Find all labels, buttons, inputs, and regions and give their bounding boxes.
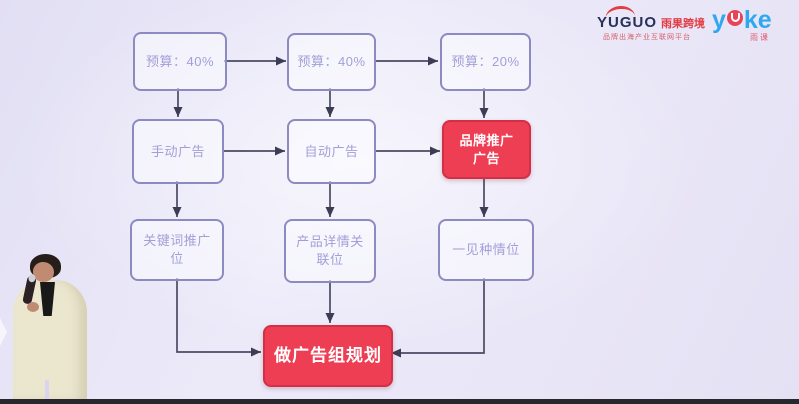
node-budget-brand: 预算：20% [440,33,531,91]
node-keyword-slot: 关键词推广 位 [130,219,224,281]
speaker-face [33,262,54,282]
screen-edge-sliver [0,318,7,346]
node-brand-ads: 品牌推广 广告 [442,120,531,179]
speaker-figure [0,252,125,404]
node-auto-ads: 自动广告 [287,119,376,184]
yoke-o-icon [726,10,743,26]
speaker-legs [45,380,49,404]
node-product-detail-slot: 产品详情关 联位 [284,219,376,283]
node-love-first-sight-slot: 一见种情位 [438,219,534,281]
yuguo-wordmark: YUGUO [597,14,658,31]
yuguo-chinese-name: 雨果跨境 [661,18,706,30]
yuguo-tagline: 品牌出海产业互联网平台 [603,34,691,41]
speaker-shirt [40,282,55,316]
node-budget-auto: 预算：40% [287,33,376,91]
speaker-hand [27,302,39,312]
node-ad-group-plan: 做广告组规划 [263,325,393,387]
video-bottom-bar [0,399,799,404]
yoke-subtext: 雨课 [750,33,770,42]
node-budget-manual: 预算：40% [133,32,227,91]
node-manual-ads: 手动广告 [132,119,224,184]
